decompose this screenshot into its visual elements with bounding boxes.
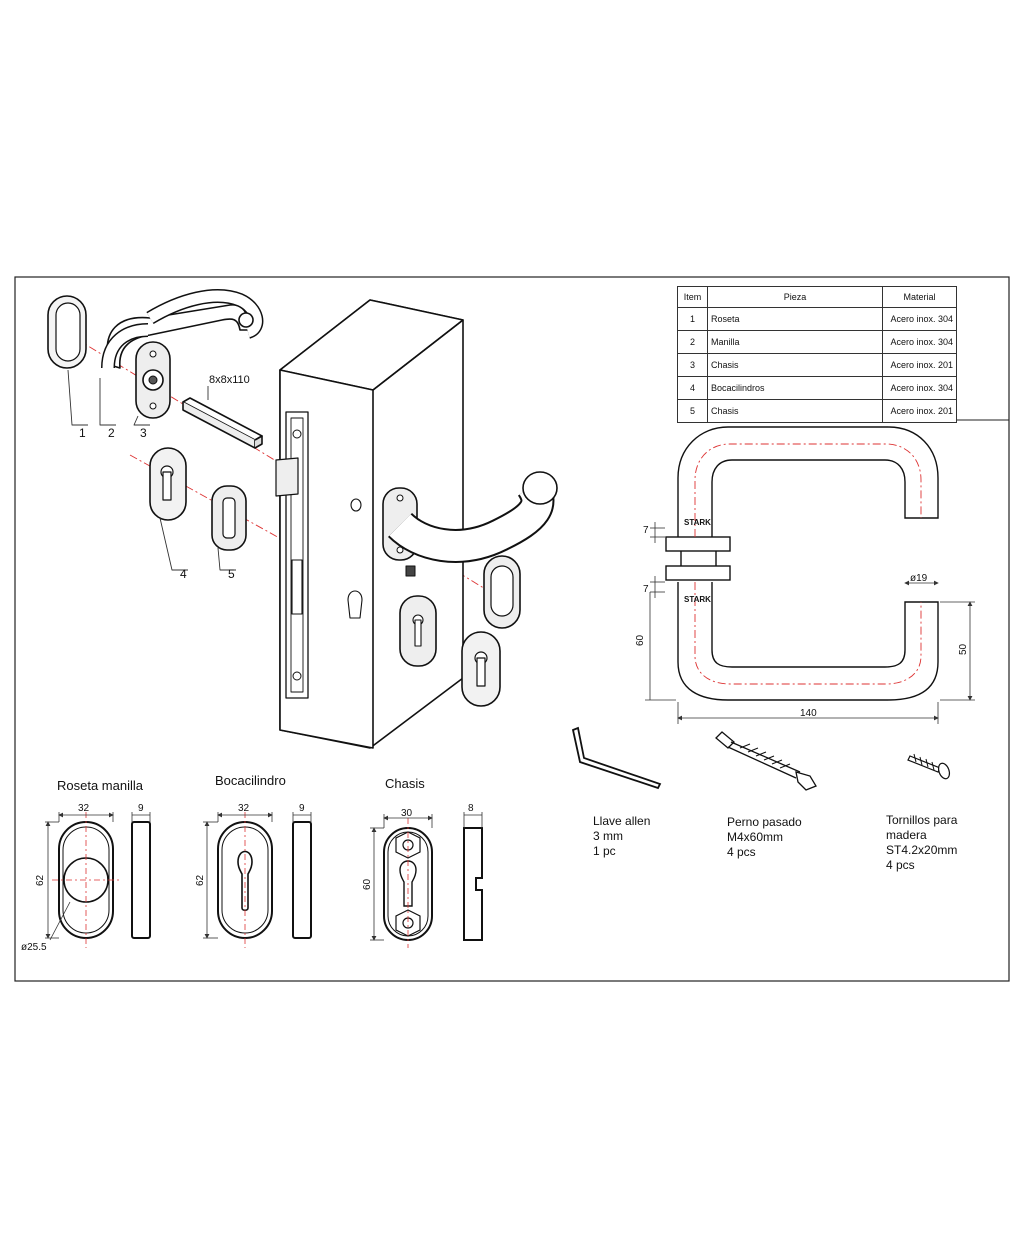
cell-pieza: Bocacilindros: [707, 376, 883, 400]
grub-screw: [405, 565, 416, 577]
callout-4: 4: [180, 567, 187, 581]
dim-gap-bottom: 7: [643, 584, 649, 595]
cell-item: 1: [677, 307, 708, 331]
part-5-chassis: [211, 485, 247, 551]
cell-pieza: Chasis: [707, 353, 883, 377]
cylinder-view-height: 62: [195, 874, 206, 886]
cell-material: Acero inox. 201: [882, 399, 957, 423]
allen-key-label: Llave allen 3 mm 1 pc: [593, 814, 650, 859]
spindle-label: 8x8x110: [209, 374, 250, 386]
handle-dimension-view: [645, 426, 975, 724]
header-item: Item: [677, 286, 708, 308]
part-4-cylinder-rosette: [149, 447, 187, 521]
dim-tube-diameter: ø19: [910, 573, 928, 584]
allen-key-icon: [571, 726, 662, 790]
chassis-view-height: 60: [362, 878, 373, 890]
dim-height-left: 60: [635, 634, 646, 646]
cell-item: 2: [677, 330, 708, 354]
square-spindle: [182, 397, 263, 449]
callout-2: 2: [108, 426, 115, 440]
cell-item: 4: [677, 376, 708, 400]
screws-line-3: ST4.2x20mm: [886, 843, 958, 857]
wood-screw-icon: [907, 753, 951, 780]
cell-material: Acero inox. 304: [882, 376, 957, 400]
drawing-frame: [14, 276, 1010, 982]
dim-width: 140: [800, 708, 817, 719]
cell-material: Acero inox. 304: [882, 307, 957, 331]
cell-material: Acero inox. 201: [882, 353, 957, 377]
chassis-view-title: Chasis: [385, 776, 425, 791]
dim-gap-top: 7: [643, 525, 649, 536]
cell-item: 3: [677, 353, 708, 377]
front-cylinder-chassis: [399, 595, 437, 667]
parts-list-table: Item Pieza Material 1 Roseta Acero inox.…: [677, 286, 957, 423]
table-row: 4 Bocacilindros Acero inox. 304: [677, 376, 957, 400]
table-row: 2 Manilla Acero inox. 304: [677, 330, 957, 354]
cylinder-view-thickness: 9: [299, 803, 305, 814]
chassis-view-width: 30: [401, 808, 413, 819]
rosette-detail-view: [45, 812, 151, 948]
bolt-line-2: M4x60mm: [727, 830, 784, 844]
table-row: 5 Chasis Acero inox. 201: [677, 399, 957, 423]
rosette-view-thickness: 9: [138, 803, 144, 814]
front-lever-handle: [387, 471, 558, 563]
bolt-icon: [715, 731, 817, 791]
cell-material: Acero inox. 304: [882, 330, 957, 354]
header-pieza: Pieza: [707, 286, 883, 308]
bolt-label: Perno pasado M4x60mm 4 pcs: [727, 815, 802, 860]
allen-line-2: 3 mm: [593, 829, 623, 843]
rosette-view-title: Roseta manilla: [57, 778, 143, 793]
rosette-view-height: 62: [35, 874, 46, 886]
callout-5: 5: [228, 567, 235, 581]
exploded-assembly-view: [47, 289, 558, 749]
dim-height-right: 50: [958, 643, 969, 655]
cylinder-view-width: 32: [238, 803, 250, 814]
part-2-lever-handle: [101, 289, 264, 369]
part-3-chassis: [135, 341, 171, 419]
screws-line-2: madera: [886, 828, 927, 842]
handle-dims: [645, 522, 975, 724]
rosette-view-hole: ø25.5: [21, 942, 47, 953]
cell-item: 5: [677, 399, 708, 423]
cylinder-view-title: Bocacilindro: [215, 773, 286, 788]
table-header-row: Item Pieza Material: [677, 286, 957, 308]
allen-line-1: Llave allen: [593, 814, 651, 828]
chassis-view-thickness: 8: [468, 803, 474, 814]
table-row: 3 Chasis Acero inox. 201: [677, 353, 957, 377]
front-cylinder-rosette: [461, 631, 501, 707]
callout-3: 3: [140, 426, 147, 440]
wood-screws-label: Tornillos para madera ST4.2x20mm 4 pcs: [886, 813, 957, 873]
cell-pieza: Chasis: [707, 399, 883, 423]
brand-mark-bottom: STARK: [684, 595, 711, 604]
chassis-detail-view: [370, 812, 483, 948]
part-1-rosette: [47, 295, 87, 369]
screws-line-4: 4 pcs: [886, 858, 915, 872]
front-rosette: [483, 555, 521, 629]
brand-mark-top: STARK: [684, 518, 711, 527]
screws-line-1: Tornillos para: [886, 813, 958, 827]
callout-1: 1: [79, 426, 86, 440]
cell-pieza: Manilla: [707, 330, 883, 354]
cylinder-rosette-detail-view: [203, 812, 312, 948]
cell-pieza: Roseta: [707, 307, 883, 331]
table-row: 1 Roseta Acero inox. 304: [677, 307, 957, 331]
header-material: Material: [882, 286, 957, 308]
door-leaf: [275, 299, 464, 749]
callout-leaders: [67, 369, 236, 571]
bolt-line-3: 4 pcs: [727, 845, 756, 859]
allen-line-3: 1 pc: [593, 844, 616, 858]
rosette-view-width: 32: [78, 803, 90, 814]
bolt-line-1: Perno pasado: [727, 815, 802, 829]
